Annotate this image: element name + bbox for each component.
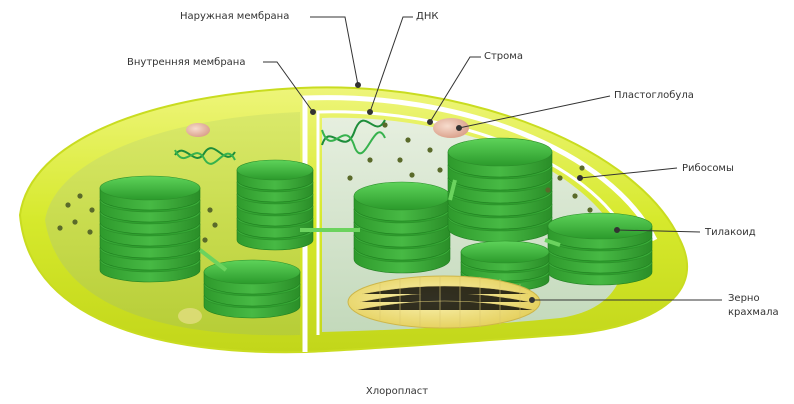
thylakoid-disc-top bbox=[461, 241, 549, 263]
thylakoid-disc-top bbox=[548, 213, 652, 239]
granum-4 bbox=[354, 182, 450, 273]
thylakoid-disc-top bbox=[237, 160, 313, 180]
thylakoid-disc-top bbox=[100, 176, 200, 200]
ribosome bbox=[382, 122, 387, 127]
label-inner-membrane: Внутренняя мембрана bbox=[127, 57, 245, 69]
label-ribosomes: Рибосомы bbox=[682, 163, 734, 175]
starch-grain-left bbox=[178, 308, 202, 324]
ribosome bbox=[89, 207, 94, 212]
ribosome bbox=[207, 207, 212, 212]
thylakoid-disc-top bbox=[448, 138, 552, 166]
starch-grain bbox=[348, 276, 540, 328]
label-outer-membrane: Наружная мембрана bbox=[180, 11, 289, 23]
ribosome bbox=[587, 207, 592, 212]
plastoglobule bbox=[433, 118, 469, 138]
granum-6 bbox=[548, 213, 652, 285]
plastoglobule-left bbox=[186, 123, 210, 137]
ribosome bbox=[557, 175, 562, 180]
ribosome bbox=[437, 167, 442, 172]
ribosome bbox=[572, 193, 577, 198]
label-thylakoid: Тилакоид bbox=[705, 227, 756, 239]
granum-2 bbox=[237, 160, 313, 250]
label-starch-line1: Зерно bbox=[728, 293, 760, 305]
ribosome bbox=[202, 237, 207, 242]
granum-1 bbox=[100, 176, 200, 282]
label-plastoglobule: Пластоглобула bbox=[614, 90, 694, 102]
figure-caption: Хлоропласт bbox=[0, 386, 794, 397]
ribosome bbox=[397, 157, 402, 162]
ribosome bbox=[212, 222, 217, 227]
ribosome bbox=[545, 187, 550, 192]
ribosome bbox=[57, 225, 62, 230]
ribosome bbox=[427, 147, 432, 152]
ribosome bbox=[579, 165, 584, 170]
granum-3 bbox=[204, 260, 300, 318]
label-dna: ДНК bbox=[416, 11, 438, 23]
ribosome bbox=[367, 157, 372, 162]
label-starch-line2: крахмала bbox=[728, 307, 779, 319]
ribosome bbox=[65, 202, 70, 207]
granum-5 bbox=[448, 138, 552, 242]
label-stroma: Строма bbox=[484, 51, 523, 63]
ribosome bbox=[405, 137, 410, 142]
ribosome bbox=[409, 172, 414, 177]
ribosome bbox=[347, 175, 352, 180]
ribosome bbox=[72, 219, 77, 224]
ribosome bbox=[87, 229, 92, 234]
thylakoid-disc-top bbox=[354, 182, 450, 210]
ribosome bbox=[77, 193, 82, 198]
